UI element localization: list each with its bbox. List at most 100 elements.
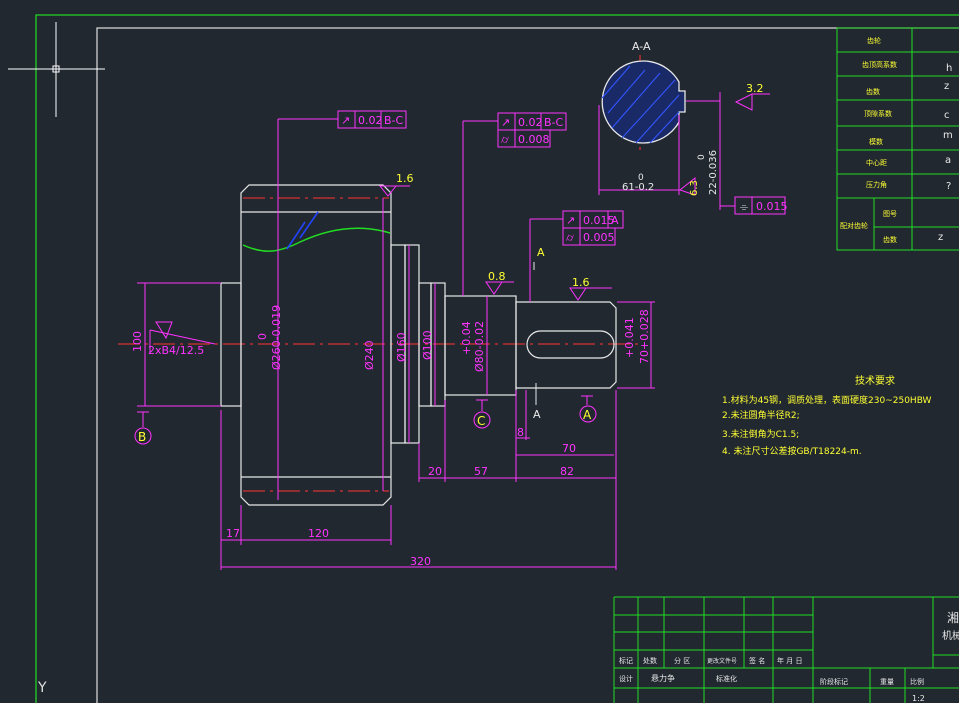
param-value-1: h [946,63,952,74]
dia-gear: Ø260-0.019 [270,305,283,370]
section-dims [598,92,786,215]
tb-design-label: 设计 [619,674,633,683]
gear-hatch [286,211,319,250]
sec-width-zero: 0 [638,173,644,183]
param-value-6: ? [946,181,951,192]
left-end-dims [137,282,221,407]
end-runout-datum: A [611,214,619,227]
section-marker-bottom: A [533,408,541,421]
ra-journal: 0.8 [488,270,506,283]
journal-runout-value: 0.02 [518,116,543,129]
sec-depth-zero: 0 [697,154,707,160]
cyl-symbol: ⌭ [501,133,509,146]
mating-value-1: z [938,232,943,243]
param-label-4: 模数 [869,137,883,146]
gear-tol-value: 0.02 [358,114,383,127]
datum-b: B [138,430,146,444]
runout-symbol-2: ↗ [501,116,510,129]
end-tol-frames [529,210,624,302]
tb-header-2: 分 区 [674,656,690,665]
dim-82: 82 [560,465,574,478]
tech-req-4: 4. 未注尺寸公差按GB/T18224-m. [722,445,862,457]
mating-label-1: 齿数 [883,235,897,244]
sec-width: 61-0.2 [622,182,654,193]
ucs-y-label: Y [37,680,47,696]
param-value-3: c [944,110,950,121]
tb-standard: 标准化 [716,674,737,683]
tb-scale-label: 比例 [910,677,924,686]
dia-end: 70+0.028 [638,309,651,364]
horizontal-dims [220,390,617,570]
section-circle [601,60,686,144]
dia-body: Ø240 [363,340,376,370]
dia-end-upper: +0.041 [623,317,636,358]
end-cyl-value: 0.005 [583,231,615,244]
param-label-3: 顶隙系数 [864,109,892,118]
dia-end-ext [617,301,655,389]
tb-school-1: 湘 [947,610,959,625]
tech-req-2: 2.未注圆角半径R2; [722,409,800,421]
tb-header-4: 签 名 [749,656,765,665]
section-marker-top: A [537,246,545,259]
dia-journal: Ø80-0.02 [473,321,486,372]
param-value-4: m [943,130,953,141]
sec-depth: 22-0.036 [708,150,719,195]
dim-8: 8 [517,426,524,439]
journal-runout-datum: B-C [544,116,564,129]
param-label-2: 齿数 [866,87,880,96]
tb-scale: 1:2 [912,694,925,703]
param-label-1: 齿顶高系数 [862,60,897,69]
dia-gear-zero: 0 [256,333,269,340]
dim-320: 320 [410,555,431,568]
title-block-grid [613,596,959,703]
outer-frame [35,14,959,703]
tb-weight: 重量 [880,678,894,686]
dia-shoulder: Ø160 [395,332,408,362]
roughness-symbols [378,185,612,301]
dim-70: 70 [562,442,576,455]
ra-63: 6.3 [689,180,700,196]
journal-tol-frames [462,112,567,296]
dim-17: 17 [226,527,240,540]
tb-designer: 悬力争 [651,673,675,683]
break-line [242,227,391,252]
param-value-2: z [944,81,949,92]
tech-req-1: 1.材料为45钢，调质处理，表面硬度230~250HBW [722,394,932,406]
mating-label-0: 图号 [883,210,897,218]
tb-header-0: 标记 [619,656,633,665]
center-hole: 2xB4/12.5 [148,344,204,357]
param-label-0: 齿轮 [867,36,881,45]
tb-header-5: 年 月 日 [777,656,802,665]
gear-tol-frame [277,110,407,500]
tb-school-2: 机械 [942,629,959,642]
dim-57: 57 [474,465,488,478]
datum-c: C [477,414,485,428]
tb-header-3: 更改文件号 [707,657,737,665]
end-runout-value: 0.015 [583,214,615,227]
journal-cyl-value: 0.008 [518,133,550,146]
cursor-crosshair [8,22,105,117]
datum-symbols [134,395,597,445]
inner-frame [96,27,959,703]
cyl-symbol-2: ⌭ [566,231,574,244]
left-end-height: 100 [131,331,144,352]
tech-req-3: 3.未注倒角为C1.5; [722,428,799,440]
dia-collar: Ø100 [421,330,434,360]
ra-32: 3.2 [746,82,764,95]
tb-header-1: 处数 [643,656,657,665]
tech-req-title: 技术要求 [855,374,895,387]
runout-symbol-3: ↗ [566,214,575,227]
param-label-5: 中心距 [866,158,887,167]
param-label-6: 压力角 [866,180,887,189]
sym-value: 0.015 [756,200,788,213]
dim-20: 20 [428,465,442,478]
ra-gear: 1.6 [396,172,414,185]
param-value-5: a [945,155,951,166]
shaft-outline [220,184,617,506]
datum-a: A [583,408,592,422]
dim-120: 120 [308,527,329,540]
mating-group: 配对齿轮 [840,221,868,230]
sym-mark: ⌯ [740,202,748,213]
